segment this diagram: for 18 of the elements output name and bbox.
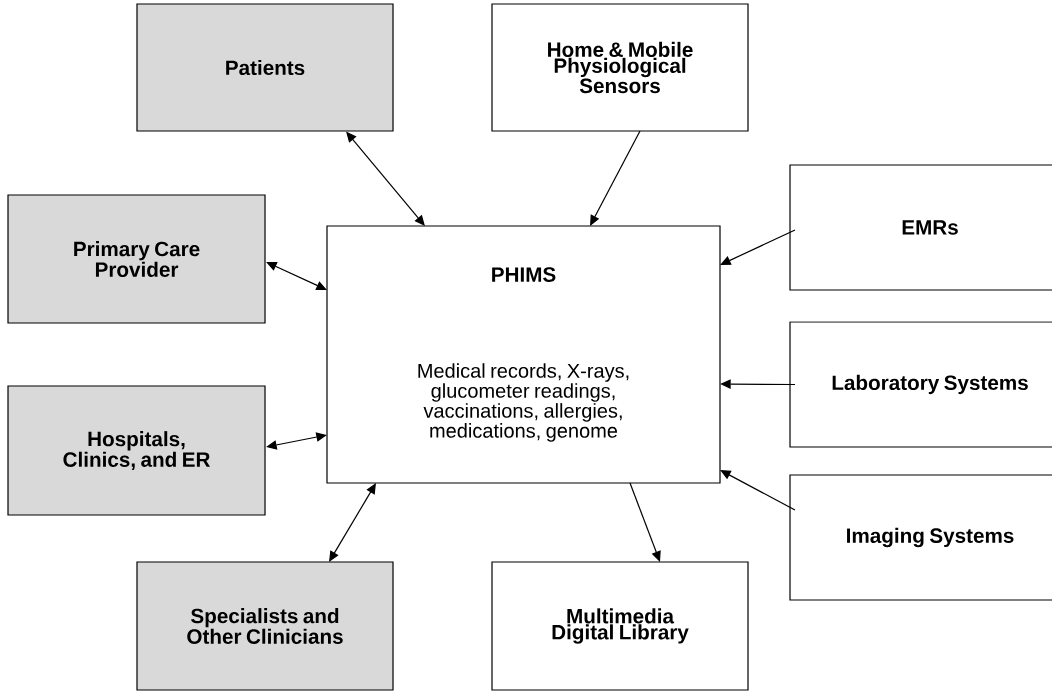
entity-box: Home & Mobile Physiological Sensors <box>491 3 749 132</box>
arrow <box>720 379 796 389</box>
entity-box: Primary Care Provider <box>7 194 266 324</box>
entity-box: Hospitals, Clinics, and ER <box>7 385 266 516</box>
entity-box: Laboratory Systems <box>789 321 1052 448</box>
arrow <box>329 483 376 562</box>
arrow <box>266 262 327 290</box>
arrow <box>266 432 327 450</box>
arrow <box>590 130 641 226</box>
arrow <box>720 229 796 265</box>
entity-box: Specialists and Other Clinicians <box>136 561 394 691</box>
entity-box: Imaging Systems <box>789 474 1052 601</box>
entity-box: Multimedia Digital Library <box>491 561 749 691</box>
arrow <box>629 482 661 562</box>
entity-box: Patients <box>136 3 394 132</box>
entity-box: EMRs <box>789 164 1052 291</box>
hub-box: PHIMS Medical records, X-rays, glucometer readings, vaccinations, allergies, medications, genome <box>326 225 721 484</box>
arrow <box>720 470 796 511</box>
